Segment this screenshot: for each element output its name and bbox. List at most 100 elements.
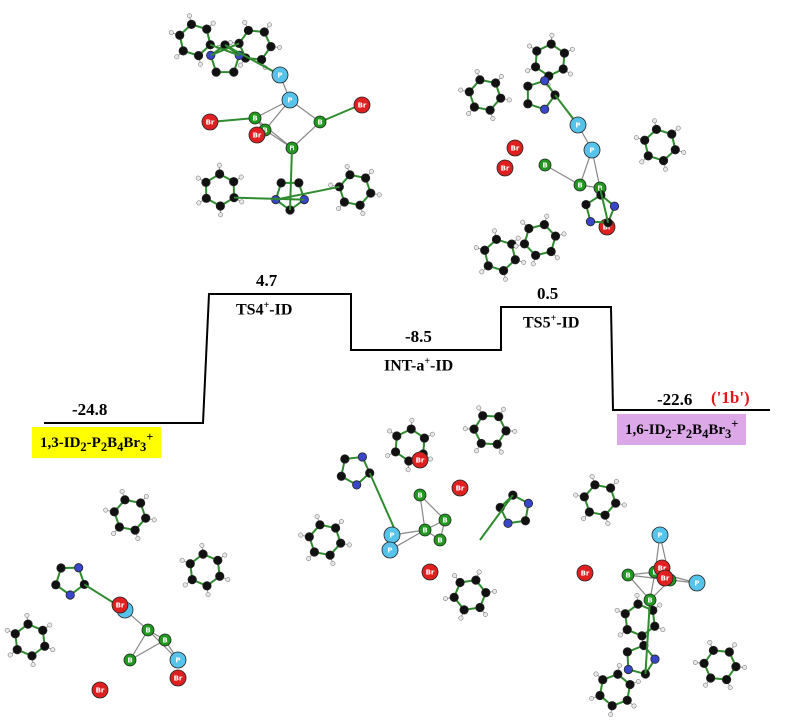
hydrogen-atom — [336, 206, 342, 212]
atom — [464, 87, 474, 97]
hydrogen-atom — [143, 493, 149, 499]
hydrogen-atom — [476, 569, 482, 575]
atom — [506, 139, 524, 157]
hydrogen-atom — [458, 615, 464, 621]
atom — [158, 633, 172, 647]
atom — [357, 452, 367, 462]
atom — [523, 81, 533, 91]
hydrogen-atom — [657, 602, 663, 608]
hydrogen-atom — [346, 542, 352, 548]
atom — [201, 113, 219, 131]
bond — [479, 494, 514, 541]
atom — [469, 424, 479, 434]
hydrogen-atom — [569, 46, 575, 52]
atom — [276, 178, 286, 188]
atom — [390, 447, 401, 457]
atom — [355, 200, 365, 210]
hydrogen-atom — [616, 663, 622, 669]
hydrogen-atom — [520, 219, 526, 225]
atom-label: Br — [603, 224, 612, 232]
atom-label: B — [577, 182, 582, 190]
end-formula-part: Br — [708, 422, 726, 438]
atom-label: Br — [206, 119, 215, 127]
atom — [524, 223, 534, 234]
atom — [706, 673, 716, 683]
atom — [187, 575, 197, 585]
atom — [532, 46, 542, 56]
atom — [670, 145, 680, 155]
atom — [600, 510, 610, 520]
atom — [141, 623, 155, 637]
atom — [633, 599, 643, 609]
ts5-name: TS5 — [523, 314, 551, 332]
atom — [294, 178, 304, 188]
atom — [519, 239, 530, 249]
atom — [256, 54, 267, 65]
atom — [201, 177, 211, 187]
energy-end: -22.6 — [657, 390, 693, 409]
hydrogen-atom — [196, 200, 202, 206]
hydrogen-atom — [242, 19, 248, 25]
atom-label: Br — [661, 575, 670, 583]
atom — [585, 217, 596, 227]
hydrogen-atom — [182, 582, 188, 588]
atom — [520, 516, 531, 526]
atom — [581, 199, 591, 210]
atom-label: P — [389, 532, 394, 540]
atom — [494, 411, 504, 422]
hydrogen-atom — [239, 199, 245, 205]
hydrogen-atom — [568, 71, 573, 77]
atom-label: Br — [511, 145, 520, 153]
atom — [471, 575, 481, 585]
atom — [366, 188, 376, 198]
end-formula-part: 1,6-ID — [625, 422, 666, 438]
atom-label: B — [647, 597, 652, 605]
atom — [345, 170, 355, 180]
atom — [643, 151, 653, 161]
product-tag: ('1b') — [711, 388, 750, 407]
hydrogen-atom — [549, 32, 555, 38]
hydrogen-atom — [368, 168, 374, 174]
start-formula-part: B — [107, 435, 118, 451]
atom — [510, 255, 520, 265]
start-formula-sub: 2 — [100, 440, 108, 454]
energy-start: -24.8 — [72, 400, 108, 419]
atom — [27, 651, 37, 661]
atom — [336, 538, 346, 548]
atom — [538, 158, 552, 172]
hydrogen-atom — [225, 577, 231, 583]
bond — [644, 599, 651, 675]
atom — [491, 234, 502, 244]
hydrogen-atom — [633, 135, 639, 141]
hydrogen-atom — [639, 159, 645, 165]
atom — [550, 231, 561, 241]
atom — [598, 675, 608, 685]
energy-ts4: 4.7 — [256, 271, 278, 290]
atom — [476, 438, 486, 449]
atom — [259, 27, 269, 37]
atom-label: P — [387, 547, 392, 555]
hydrogen-atom — [605, 521, 611, 526]
hydrogen-atom — [385, 453, 391, 459]
hydrogen-atom — [306, 556, 312, 562]
hydrogen-atom — [168, 30, 174, 36]
ts4-suffix: -ID — [269, 301, 293, 319]
atom — [336, 471, 346, 481]
hydrogen-atom — [608, 711, 614, 717]
atom — [485, 105, 495, 115]
atom — [304, 532, 314, 542]
atom — [91, 681, 109, 699]
atom — [559, 48, 570, 58]
hydrogen-atom — [479, 269, 485, 275]
start-formula-sub: 3 — [140, 440, 147, 454]
atom — [607, 701, 617, 711]
atom — [688, 574, 706, 592]
atom — [248, 126, 266, 144]
atom — [266, 41, 276, 52]
hydrogen-atom — [482, 611, 488, 617]
hydrogen-atom — [103, 507, 109, 513]
atom — [459, 605, 469, 615]
